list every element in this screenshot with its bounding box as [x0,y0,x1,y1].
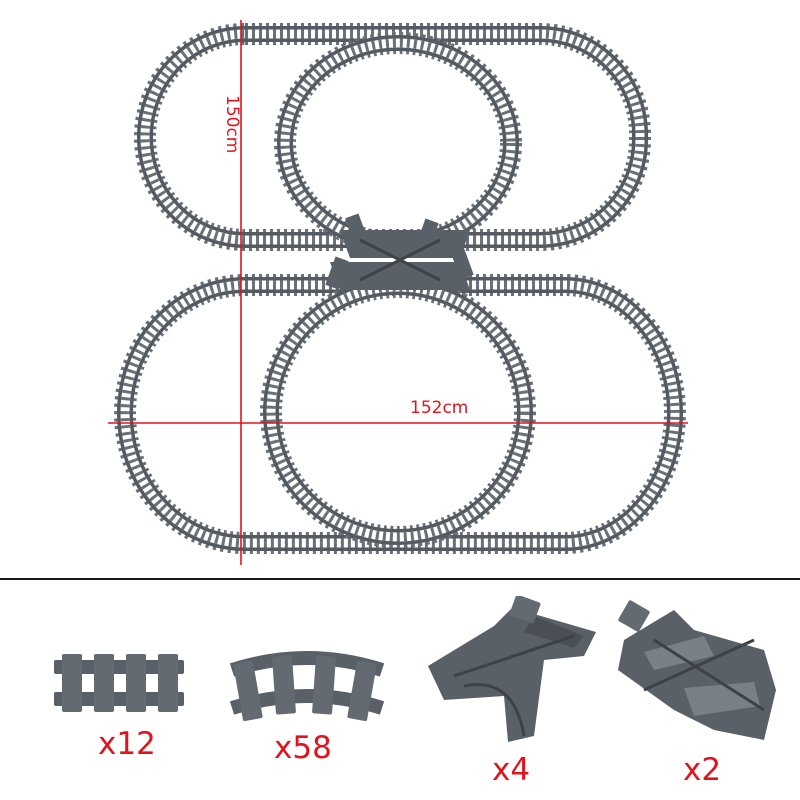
central-crossing [325,213,474,290]
track-loop-top-inner [274,32,522,254]
track-loop-bottom-outer [113,274,687,554]
width-dimension-label: 152cm [410,398,469,418]
curved-track-count: x58 [274,730,332,766]
switch-track-count: x4 [492,752,531,788]
straight-track-piece [54,654,184,712]
section-divider [0,578,800,580]
crossing-track-piece [618,600,776,740]
crossing-track-count: x2 [683,752,722,788]
track-loop-bottom-inner [260,276,536,548]
height-dimension-label: 150cm [222,95,242,154]
straight-track-count: x12 [98,726,156,762]
track-layout-diagram [108,20,688,565]
track-loop-top-outer [133,23,651,251]
curved-track-piece [229,651,385,721]
switch-track-piece [428,596,596,742]
